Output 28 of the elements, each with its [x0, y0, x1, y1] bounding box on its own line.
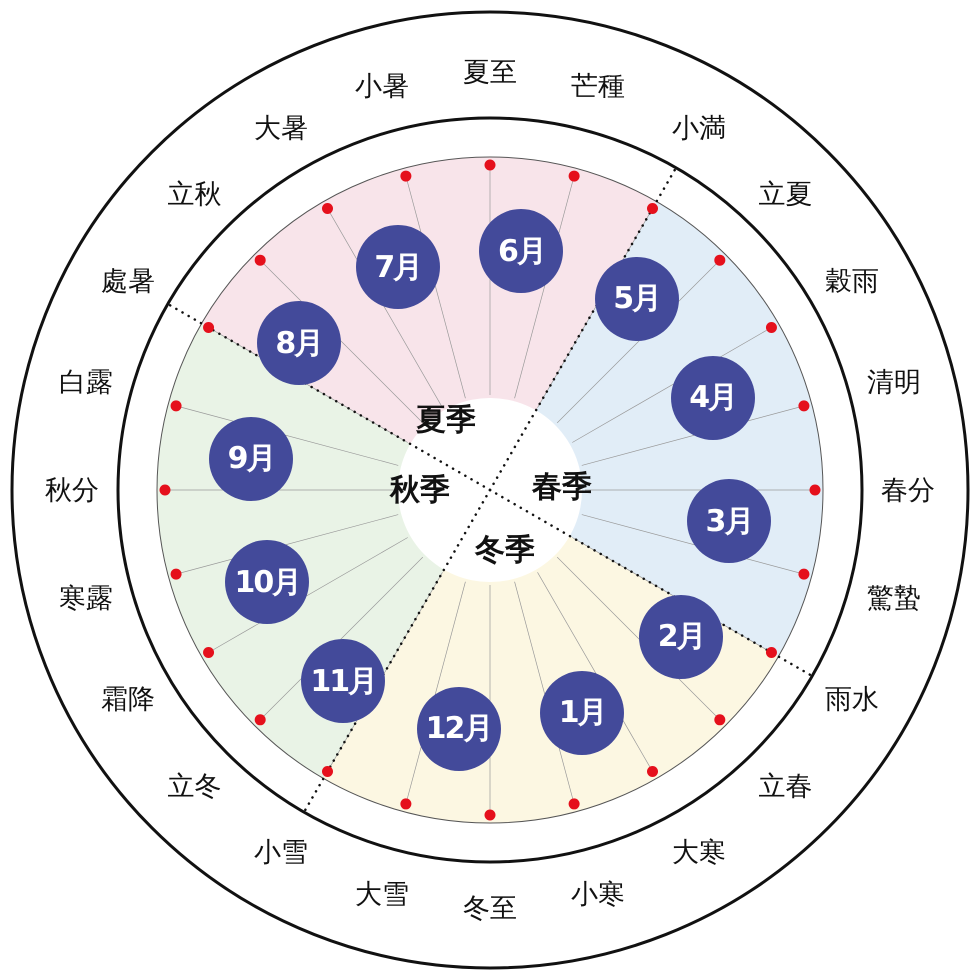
solar-term-label: 小雪 — [254, 836, 308, 870]
solar-term-label: 冬至 — [463, 892, 517, 926]
solar-term-label: 霜降 — [101, 683, 155, 717]
solar-term-label: 處暑 — [101, 265, 155, 299]
solar-term-label: 春分 — [881, 474, 935, 508]
solar-term-label: 大雪 — [354, 878, 409, 912]
solar-term-label: 秋分 — [45, 474, 99, 508]
solar-term-label: 小寒 — [571, 878, 626, 912]
solar-term-label: 小満 — [672, 112, 726, 146]
solar-term-label: 夏至 — [463, 56, 517, 90]
solar-term-label: 大寒 — [672, 836, 726, 870]
solar-term-label: 芒種 — [571, 70, 626, 104]
season-label: 冬季 — [475, 532, 535, 570]
solar-term-label: 立秋 — [167, 178, 222, 212]
solar-term-label: 小暑 — [354, 70, 409, 104]
season-label: 秋季 — [390, 472, 450, 510]
solar-term-label: 清明 — [866, 366, 921, 400]
season-label: 春季 — [532, 468, 592, 506]
solar-term-label: 大暑 — [254, 112, 308, 146]
solar-term-label: 穀雨 — [824, 265, 879, 299]
solar-term-label: 寒露 — [59, 582, 114, 616]
solar-term-label: 驚蟄 — [866, 582, 921, 616]
solar-term-label: 立春 — [758, 770, 813, 804]
season-label: 夏季 — [416, 402, 476, 440]
solar-term-label: 立夏 — [758, 178, 813, 212]
solar-term-label: 立冬 — [167, 770, 222, 804]
solar-term-label: 白露 — [59, 366, 114, 400]
solar-term-label: 雨水 — [824, 683, 879, 717]
